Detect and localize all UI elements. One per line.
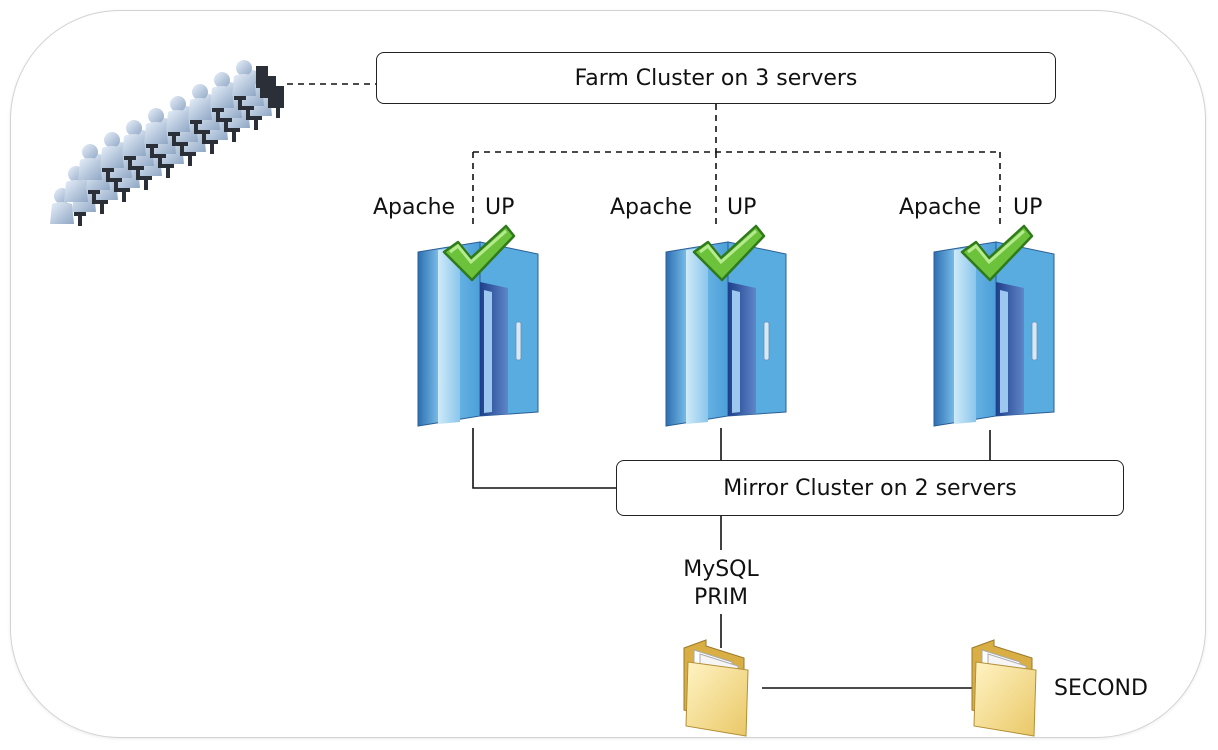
diagram-frame — [10, 10, 1206, 738]
users-group-icon — [50, 60, 284, 226]
server1-to-mirror-connector — [472, 428, 616, 489]
server-3-status-label: UP — [1013, 195, 1043, 220]
primary-db-service-label: MySQL — [683, 557, 759, 582]
farm-cluster-box: Farm Cluster on 3 servers — [376, 52, 1056, 104]
secondary-db-folder-icon — [971, 639, 1037, 737]
mirror-cluster-box: Mirror Cluster on 2 servers — [616, 460, 1124, 516]
server-1 — [417, 224, 539, 427]
primary-db-role-label: PRIM — [693, 585, 749, 610]
server-2-service-label: Apache — [610, 195, 693, 220]
server-1-status-label: UP — [485, 195, 515, 220]
server-3 — [933, 224, 1055, 427]
primary-db-folder-icon — [683, 639, 749, 737]
mirror-cluster-label: Mirror Cluster on 2 servers — [723, 475, 1017, 501]
server-3-service-label: Apache — [899, 195, 982, 220]
server-1-service-label: Apache — [373, 195, 456, 220]
primary-db-labels: MySQL PRIM — [671, 556, 771, 612]
secondary-db-role-label: SECOND — [1054, 676, 1148, 701]
farm-cluster-label: Farm Cluster on 3 servers — [574, 65, 858, 91]
server-2 — [665, 224, 787, 427]
server-2-status-label: UP — [727, 195, 757, 220]
connector-lines — [287, 83, 1001, 689]
